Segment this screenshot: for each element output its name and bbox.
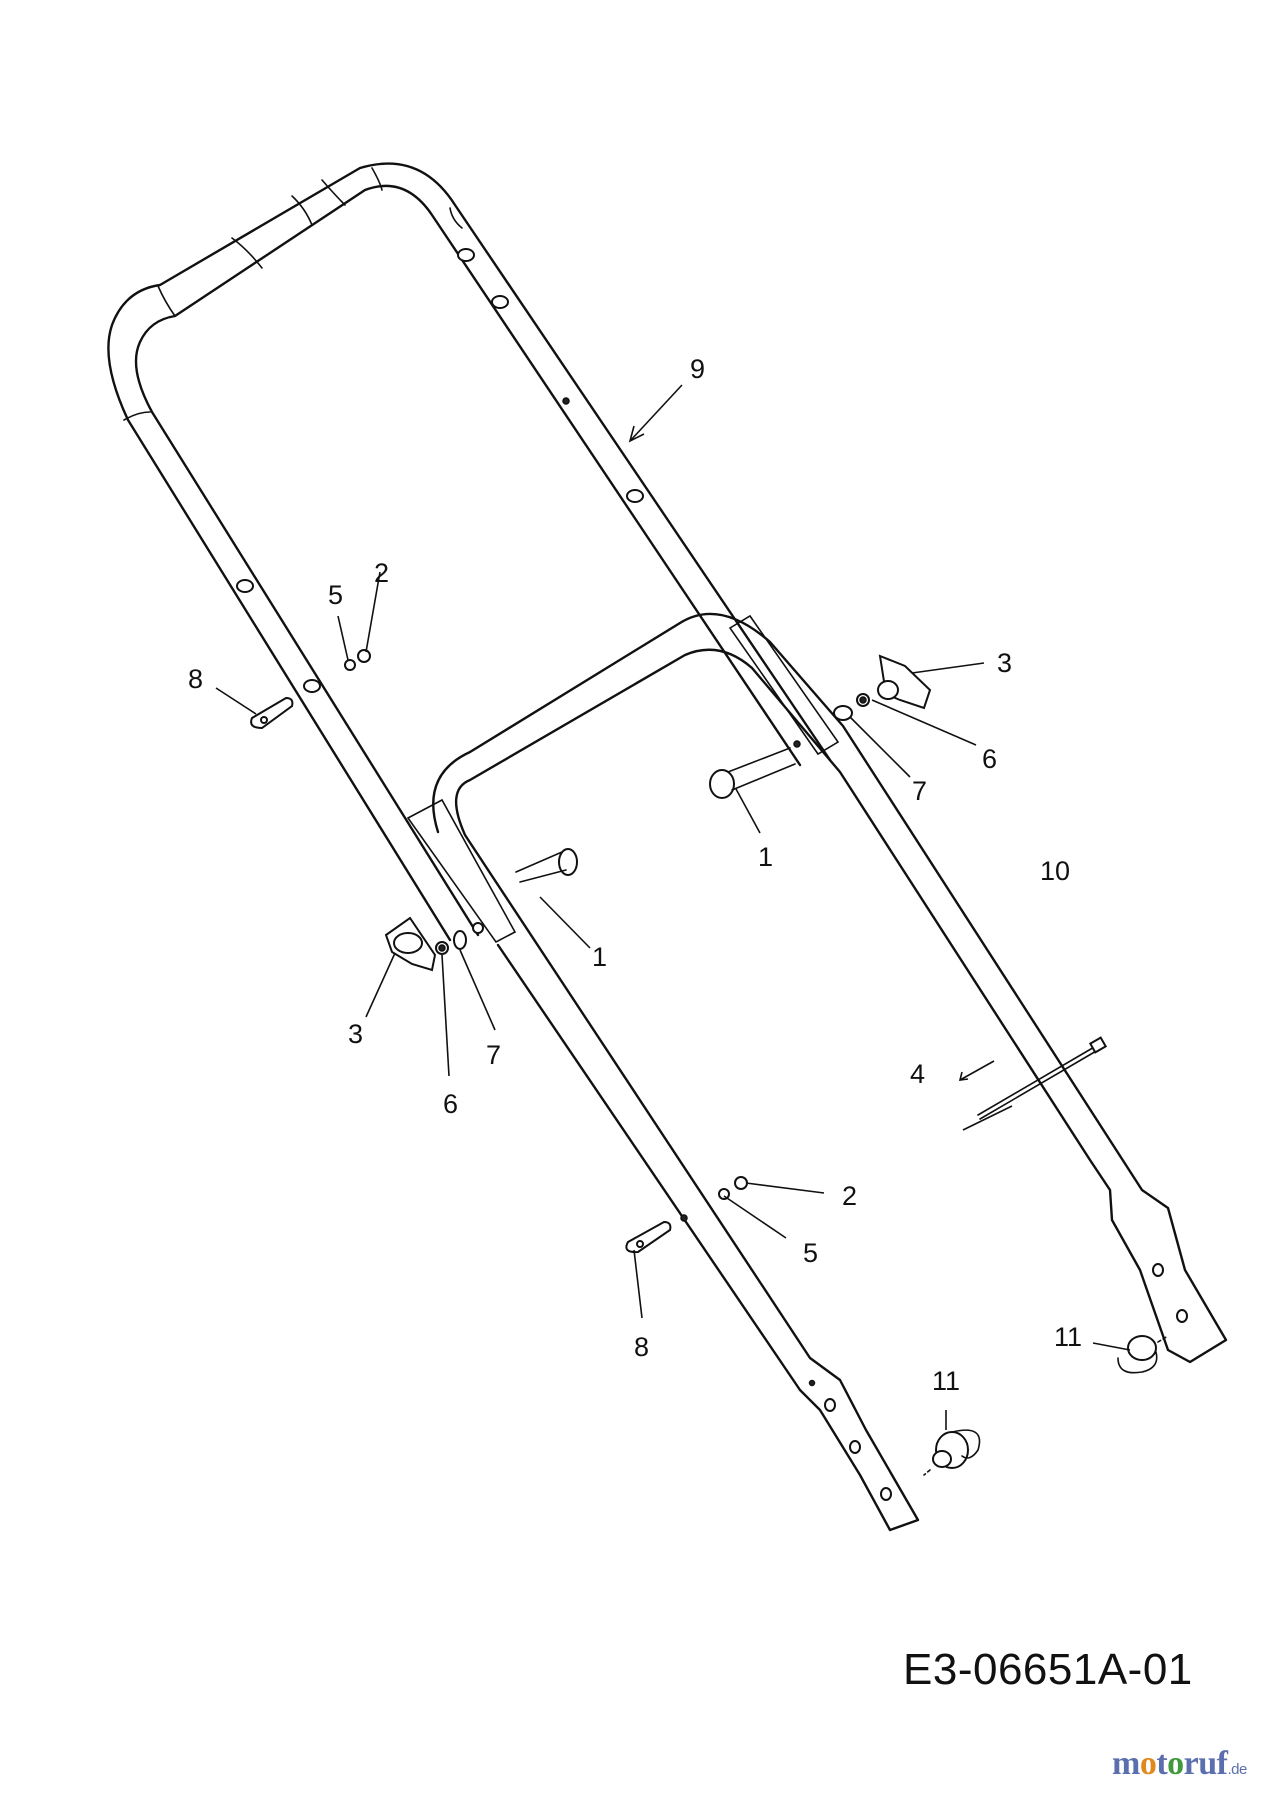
callout-4: 4 [910,1059,925,1089]
callout-2-lower: 2 [842,1181,857,1211]
callout-11-left: 11 [1054,1322,1082,1352]
cable-guide-left [923,1429,981,1476]
callout-10: 10 [1040,856,1070,886]
callout-7-right: 7 [912,776,927,806]
callout-1-left: 1 [592,942,607,972]
motoruf-watermark-logo: motoruf.de [1112,1745,1247,1782]
callout-7-left: 7 [486,1040,501,1070]
callout-11-right: 11 [932,1366,960,1396]
callout-6-right: 6 [982,744,997,774]
callout-9: 9 [690,354,705,384]
callout-8-upper: 8 [188,664,203,694]
washers-and-nuts [344,649,870,1200]
clip-upper [250,696,294,730]
clip-lower [625,1220,672,1254]
cable-tie [977,1036,1108,1120]
bolt-left [515,848,578,883]
knob-left [384,916,437,972]
callout-2-upper: 2 [374,558,389,588]
callout-5-lower: 5 [803,1238,818,1268]
leader-lines [215,384,1131,1430]
callout-6-left: 6 [443,1089,458,1119]
callout-3-right: 3 [997,648,1012,678]
callout-1-right: 1 [758,842,773,872]
callout-8-lower: 8 [634,1332,649,1362]
upper-handle [107,162,840,944]
callout-3-left: 3 [348,1019,363,1049]
knob-right [877,654,932,710]
lower-handle [432,612,1228,1532]
drawing-code: E3-06651A-01 [903,1645,1193,1694]
cable-guide-right [1117,1335,1169,1374]
bolt-right [709,740,801,799]
callout-5-upper: 5 [328,580,343,610]
callout-labels: 9 10 3 6 7 1 1 3 7 6 5 2 8 4 2 5 8 11 11 [188,354,1082,1396]
